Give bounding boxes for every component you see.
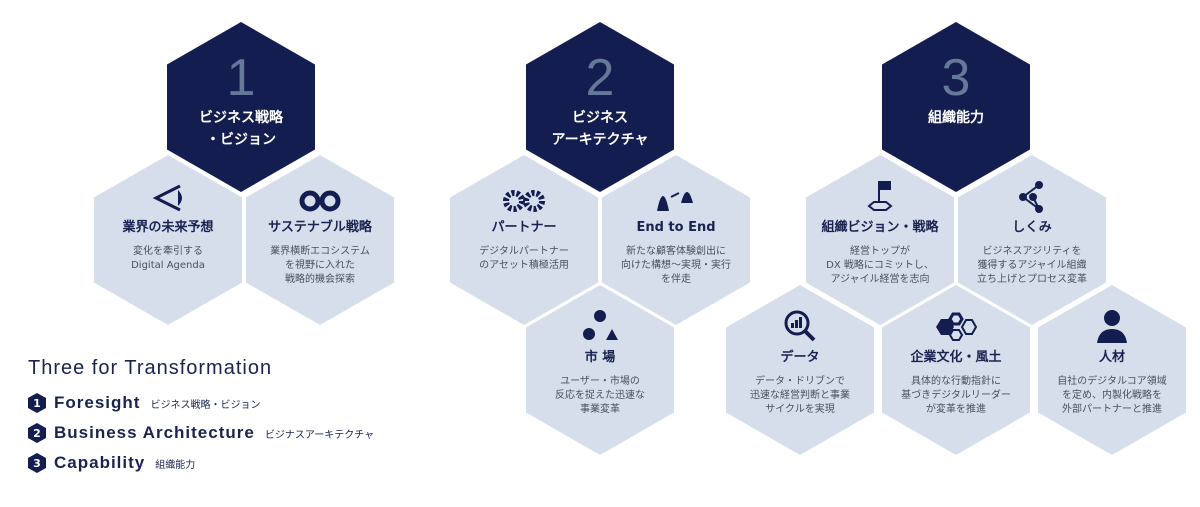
item-hex: 企業文化・風土 具体的な行動指針に 基づきデジタルリーダー が変革を推進 xyxy=(882,285,1030,455)
pillar-number: 1 xyxy=(226,49,256,107)
item-title: 市 場 xyxy=(584,350,616,365)
item-hex: 市 場 ユーザー・市場の 反応を捉えた迅速な 事業変革 xyxy=(526,285,674,455)
legend-row: 1 Foresight ビジネス戦略・ビジョン xyxy=(28,388,374,418)
legend-jp: ビジネス戦略・ビジョン xyxy=(150,399,261,411)
item-title: データ xyxy=(780,350,820,365)
item-title: サステナブル戦略 xyxy=(268,220,372,235)
pillar-2-hex: 2 ビジネス アーキテクチャ xyxy=(526,22,674,192)
item-desc: ユーザー・市場の 反応を捉えた迅速な 事業変革 xyxy=(555,376,645,415)
share-network-icon xyxy=(1017,179,1047,213)
item-desc: データ・ドリブンで 迅速な経営判断と事業 サイクルを実現 xyxy=(750,376,850,415)
item-desc: 経営トップが DX 戦略にコミットし、 アジャイル経営を志向 xyxy=(826,246,934,285)
item-title: 企業文化・風土 xyxy=(910,350,1002,365)
infinity-icon xyxy=(298,179,342,213)
pillar-1-hex: 1 ビジネス戦略 ・ビジョン xyxy=(167,22,315,192)
pillar-title: ビジネス戦略 xyxy=(199,110,283,126)
item-hex: End to End 新たな顧客体験創出に 向けた構想〜実現・実行 を伴走 xyxy=(602,155,750,325)
item-desc: 業界横断エコシステム を視野に入れた 戦略的機会探索 xyxy=(270,246,370,285)
pillar-number: 2 xyxy=(585,49,615,107)
item-title: 人材 xyxy=(1098,350,1125,365)
number-badge: 3 xyxy=(28,453,46,473)
pillar-number: 3 xyxy=(941,49,971,107)
item-hex: 人材 自社のデジタルコア領域 を定め、内製化戦略を 外部パートナーと推進 xyxy=(1038,285,1186,455)
item-desc: ビジネスアジリティを 獲得するアジャイル組織 立ち上げとプロセス変革 xyxy=(977,246,1087,285)
legend-title: Three for Transformation xyxy=(28,357,273,379)
item-hex: 業界の未来予想 変化を牽引する Digital Agenda xyxy=(94,155,242,325)
item-desc: 変化を牽引する Digital Agenda xyxy=(131,246,205,271)
item-title: End to End xyxy=(636,220,716,235)
legend: Three for Transformation 1 Foresight ビジネス戦… xyxy=(28,357,374,478)
legend-en: Business Architecture xyxy=(54,423,255,442)
pillar-title: ・ビジョン xyxy=(206,132,276,148)
number-badge: 1 xyxy=(28,393,46,413)
item-desc: 具体的な行動指針に 基づきデジタルリーダー が変革を推進 xyxy=(901,376,1011,415)
item-title: パートナー xyxy=(491,220,557,235)
pillar-title: ビジネス xyxy=(572,110,628,126)
item-desc: デジタルパートナー のアセット積極活用 xyxy=(479,246,569,271)
pillar-title: アーキテクチャ xyxy=(551,132,649,148)
cones-icon xyxy=(653,179,699,213)
item-desc: 自社のデジタルコア領域 を定め、内製化戦略を 外部パートナーと推進 xyxy=(1057,376,1167,415)
hexagons-icon xyxy=(934,309,978,343)
pillar-3-hex: 3 組織能力 xyxy=(882,22,1030,192)
item-hex: サステナブル戦略 業界横断エコシステム を視野に入れた 戦略的機会探索 xyxy=(246,155,394,325)
legend-row: 2 Business Architecture ビジナスアーキテクチャ xyxy=(28,418,374,448)
cycle-shapes-icon xyxy=(582,309,618,343)
person-icon xyxy=(1095,309,1129,343)
eye-icon xyxy=(150,179,186,213)
pillar-title: 組織能力 xyxy=(928,110,984,126)
item-title: 業界の未来予想 xyxy=(122,220,214,235)
item-desc: 新たな顧客体験創出に 向けた構想〜実現・実行 を伴走 xyxy=(621,246,731,285)
magnifier-chart-icon xyxy=(783,309,817,343)
legend-jp: 組織能力 xyxy=(155,459,196,471)
item-title: 組織ビジョン・戦略 xyxy=(821,220,939,235)
flag-icon xyxy=(865,179,895,213)
item-hex: 組織ビジョン・戦略 経営トップが DX 戦略にコミットし、 アジャイル経営を志向 xyxy=(806,155,954,325)
legend-row: 3 Capability 組織能力 xyxy=(28,448,374,478)
legend-jp: ビジナスアーキテクチャ xyxy=(264,429,375,441)
gears-icon xyxy=(502,179,546,213)
legend-en: Capability xyxy=(54,453,146,472)
item-hex: データ データ・ドリブンで 迅速な経営判断と事業 サイクルを実現 xyxy=(726,285,874,455)
item-title: しくみ xyxy=(1012,220,1052,235)
legend-en: Foresight xyxy=(54,393,141,412)
number-badge: 2 xyxy=(28,423,46,443)
